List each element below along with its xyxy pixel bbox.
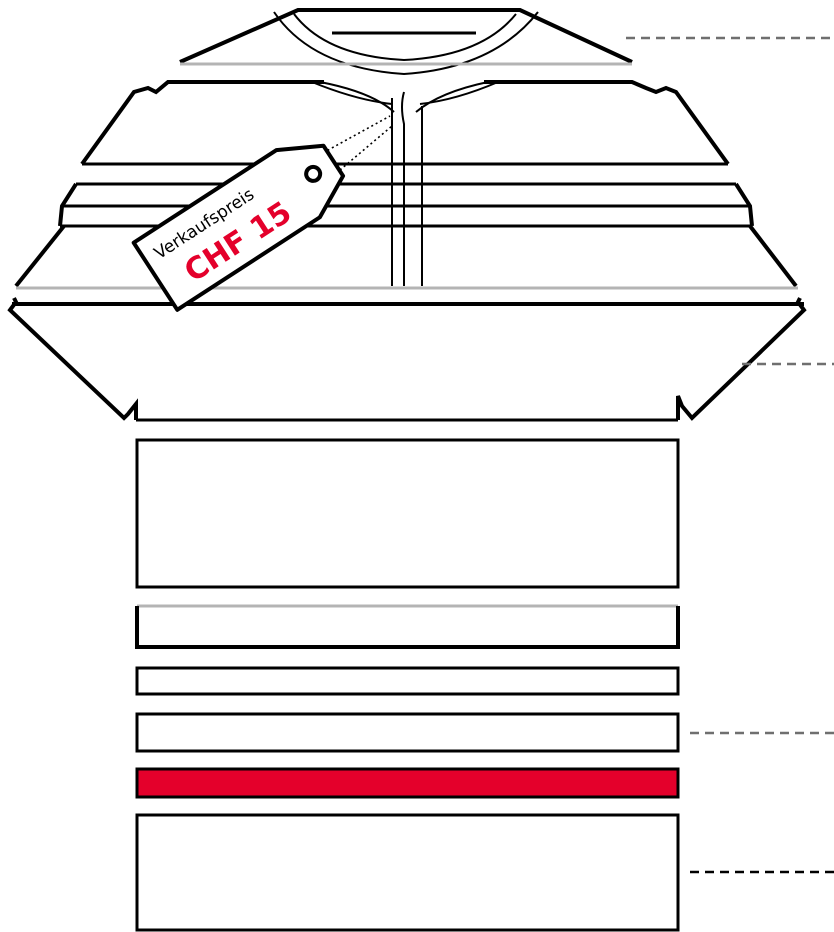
red-accent-stripe — [137, 769, 678, 797]
right-sleeve — [678, 298, 804, 420]
placket — [392, 92, 422, 286]
neck-seam-left — [312, 82, 392, 104]
sleeves — [10, 226, 804, 420]
left-sleeve — [10, 298, 136, 420]
collar — [180, 10, 632, 74]
collar-rib — [294, 14, 516, 60]
collar-outline — [180, 10, 632, 62]
body-band-6 — [137, 815, 678, 930]
body-band-3 — [137, 668, 678, 694]
body-band-4 — [137, 714, 678, 751]
chest-stripes — [60, 184, 752, 226]
left-sleeve-upper — [16, 226, 64, 286]
body-band-2 — [137, 606, 678, 647]
body-bands — [137, 440, 678, 930]
right-sleeve-upper — [750, 226, 796, 286]
body-band-1 — [137, 440, 678, 587]
placket-center — [402, 92, 404, 286]
price-tag: Verkaufspreis CHF 15 — [134, 116, 392, 310]
